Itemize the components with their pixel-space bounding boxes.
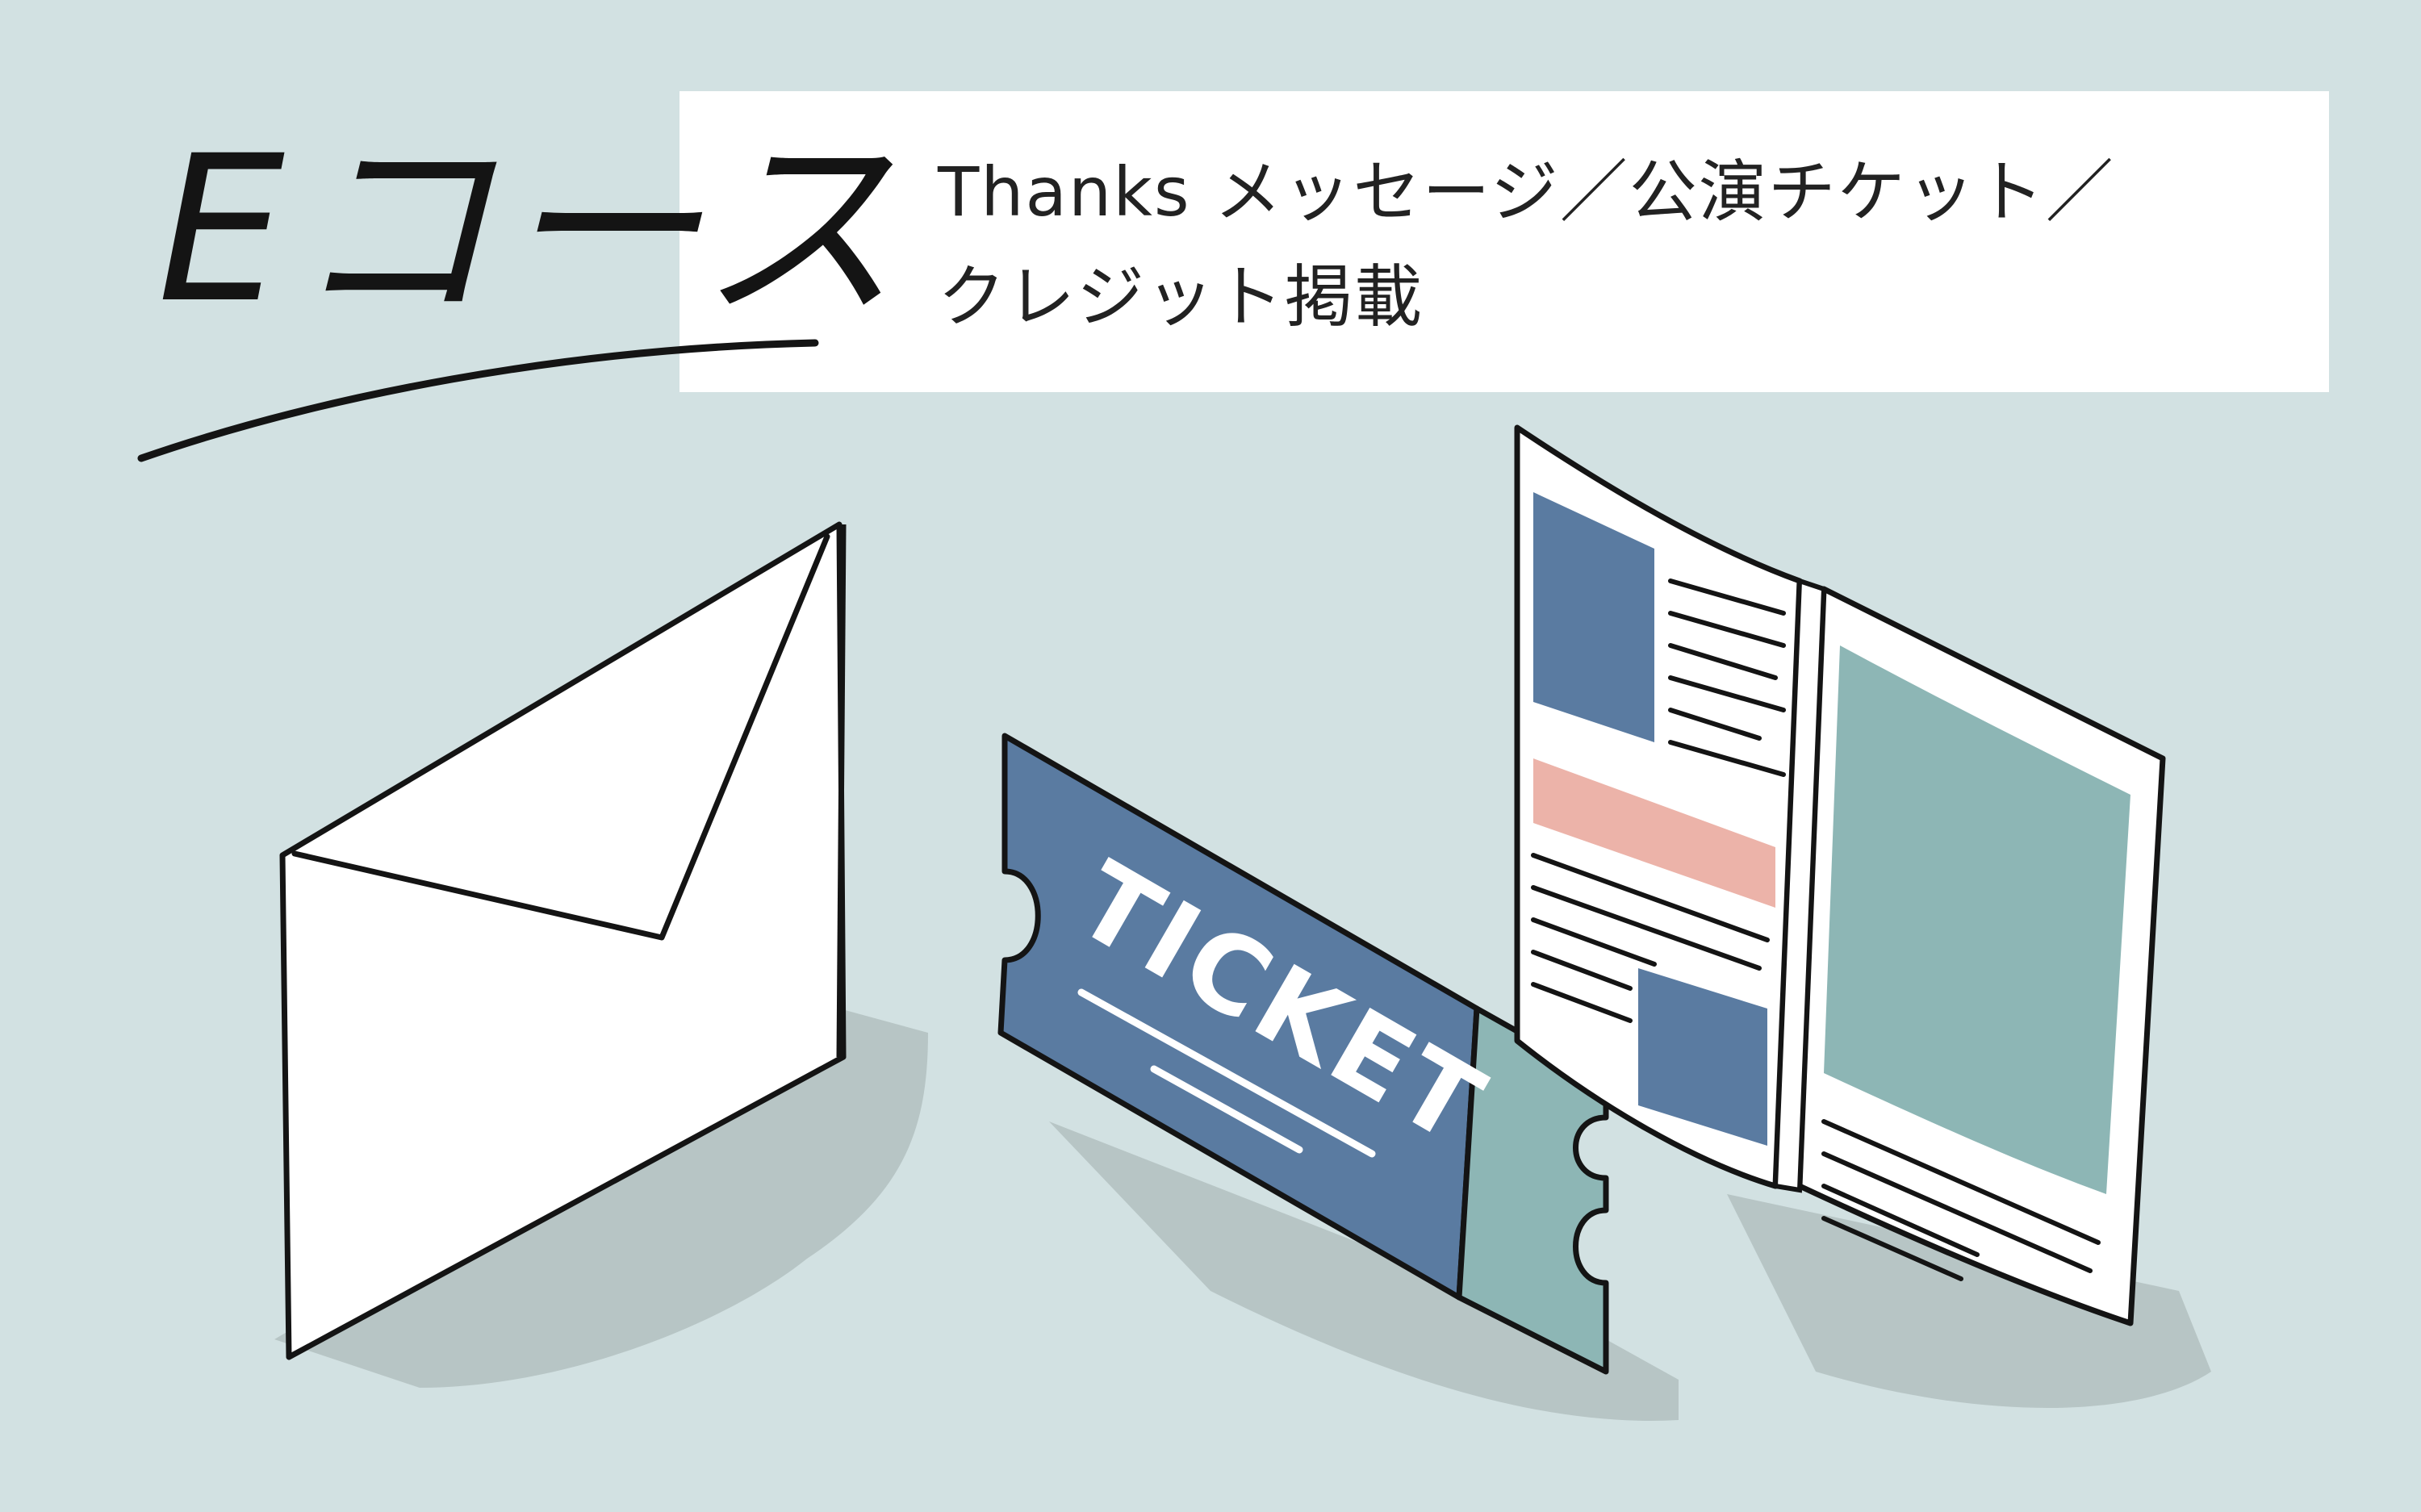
envelope-icon xyxy=(274,521,928,1388)
description-line-1: Thanks メッセージ／公演チケット／ xyxy=(938,152,2115,232)
title-box xyxy=(679,91,2329,392)
description-line-2: クレジット掲載 xyxy=(938,257,1424,336)
booklet-icon xyxy=(1514,424,2211,1408)
course-label: Eコース xyxy=(157,112,906,347)
course-underline xyxy=(137,339,819,462)
